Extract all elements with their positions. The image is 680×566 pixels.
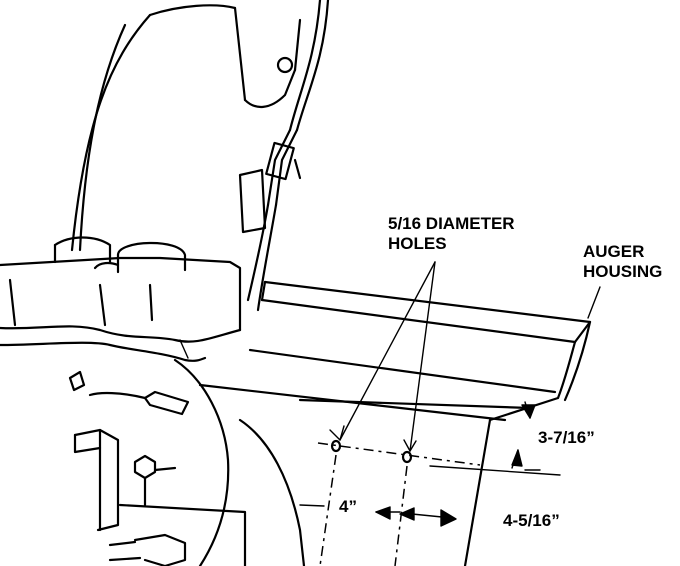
spark-plug-wire bbox=[68, 370, 190, 416]
dim-left-label: 4” bbox=[339, 497, 357, 516]
control-cable bbox=[238, 0, 330, 312]
holes-label-line1: 5/16 DIAMETER bbox=[388, 214, 515, 233]
engine-tank bbox=[0, 236, 242, 362]
hole-markers bbox=[330, 439, 413, 464]
dim-vertical-label: 3-7/16” bbox=[538, 428, 595, 447]
dim-right-label: 4-5/16” bbox=[503, 511, 560, 530]
side-wheel bbox=[173, 358, 306, 566]
hole-left bbox=[330, 439, 342, 453]
auger-housing bbox=[198, 280, 592, 566]
dimension-lines bbox=[299, 401, 561, 566]
bracket bbox=[73, 428, 120, 532]
nut-bolt bbox=[108, 454, 247, 566]
holes-label-line2: HOLES bbox=[388, 234, 447, 253]
discharge-chute bbox=[70, 4, 302, 252]
leader-lines bbox=[329, 261, 601, 452]
hole-right bbox=[401, 450, 413, 464]
housing-label-line2: HOUSING bbox=[583, 262, 663, 281]
housing-label-line1: AUGER bbox=[583, 242, 645, 261]
